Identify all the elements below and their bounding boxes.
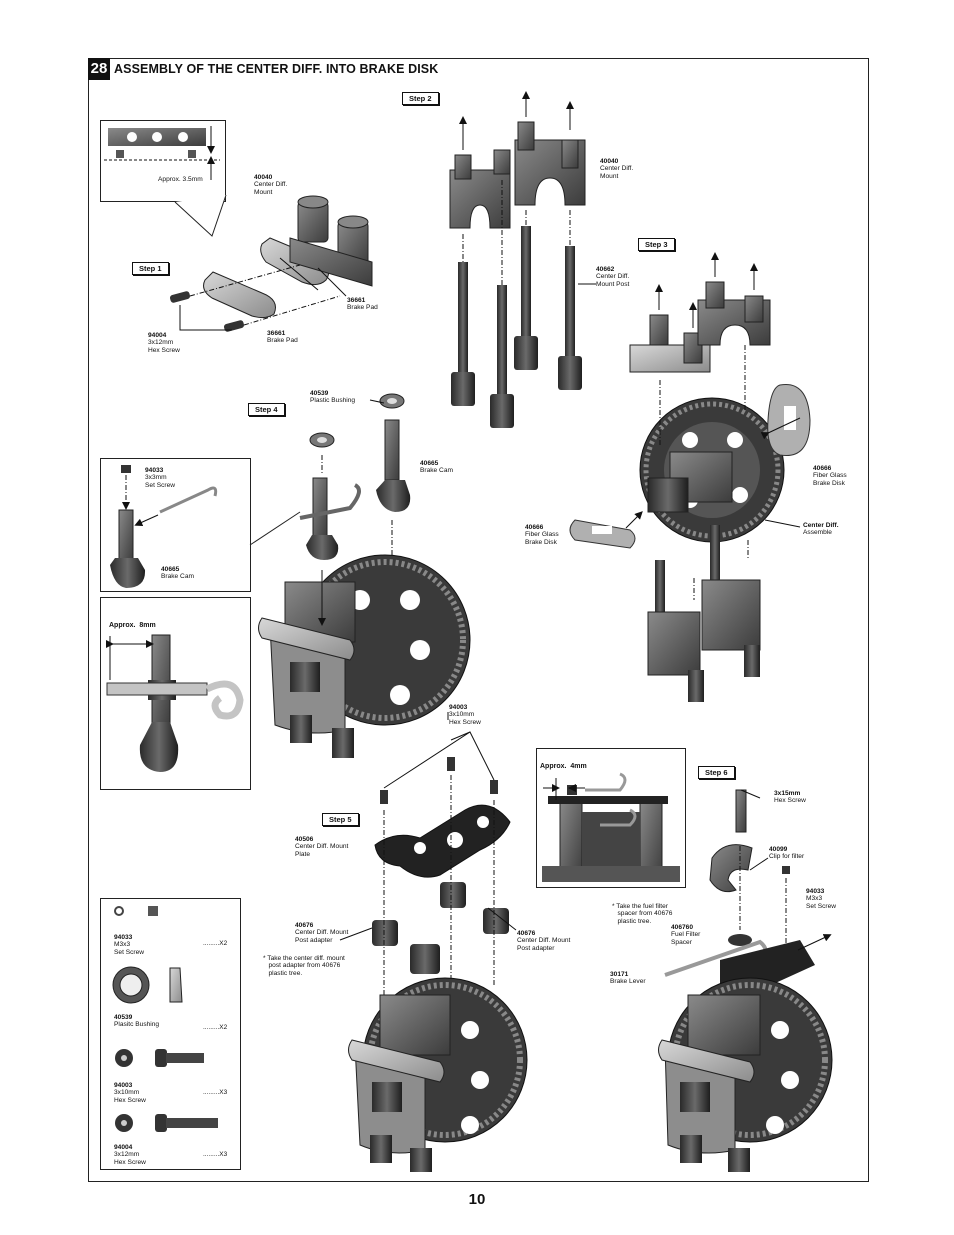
step2-label: Step 2 [402, 92, 439, 105]
parts-list-qty: .........X3 [203, 1151, 228, 1158]
page-frame [88, 58, 869, 1182]
step5-mount-plate-assembly [339, 731, 528, 1172]
parts-list-icons [112, 906, 218, 1132]
step4-brake-cam-assembly [249, 393, 471, 758]
step5-label: Step 5 [322, 813, 359, 826]
step1-label: Step 1 [132, 262, 169, 275]
approx-8mm-label: Approx. 8mm [109, 622, 156, 629]
note-post-adapter: * Take the center diff. mount post adapt… [263, 955, 345, 977]
inset-approx-4mm-drawing [542, 772, 680, 882]
parts-list-qty: .........X3 [203, 1089, 228, 1096]
step1-brake-pad-assembly [169, 195, 373, 332]
inset-brake-cam-detail [110, 465, 218, 588]
center-diff-label: Center Diff.Assemble [803, 522, 839, 537]
inset-approx-8mm-drawing [106, 634, 244, 772]
approx-3-5mm-label: Approx. 3.5mm [158, 176, 203, 183]
page-number: 10 [468, 1191, 486, 1208]
page-title: ASSEMBLY OF THE CENTER DIFF. INTO BRAKE … [114, 62, 439, 76]
inset-brake-pad-gap-drawing [104, 126, 227, 237]
approx-4mm-label: Approx. 4mm [540, 763, 587, 770]
step6-label: Step 6 [698, 766, 735, 779]
parts-list-qty: .........X2 [203, 1024, 228, 1031]
note-fuel-filter: * Take the fuel filter spacer from 40676… [612, 903, 673, 925]
section-number: 28 [88, 58, 110, 80]
step6-brake-lever-assembly [658, 789, 833, 1172]
parts-list-qty: .........X2 [203, 940, 228, 947]
step3-center-diff-assembly [569, 252, 811, 702]
step3-label: Step 3 [638, 238, 675, 251]
step2-mount-and-posts [449, 91, 596, 428]
step4-label: Step 4 [248, 403, 285, 416]
